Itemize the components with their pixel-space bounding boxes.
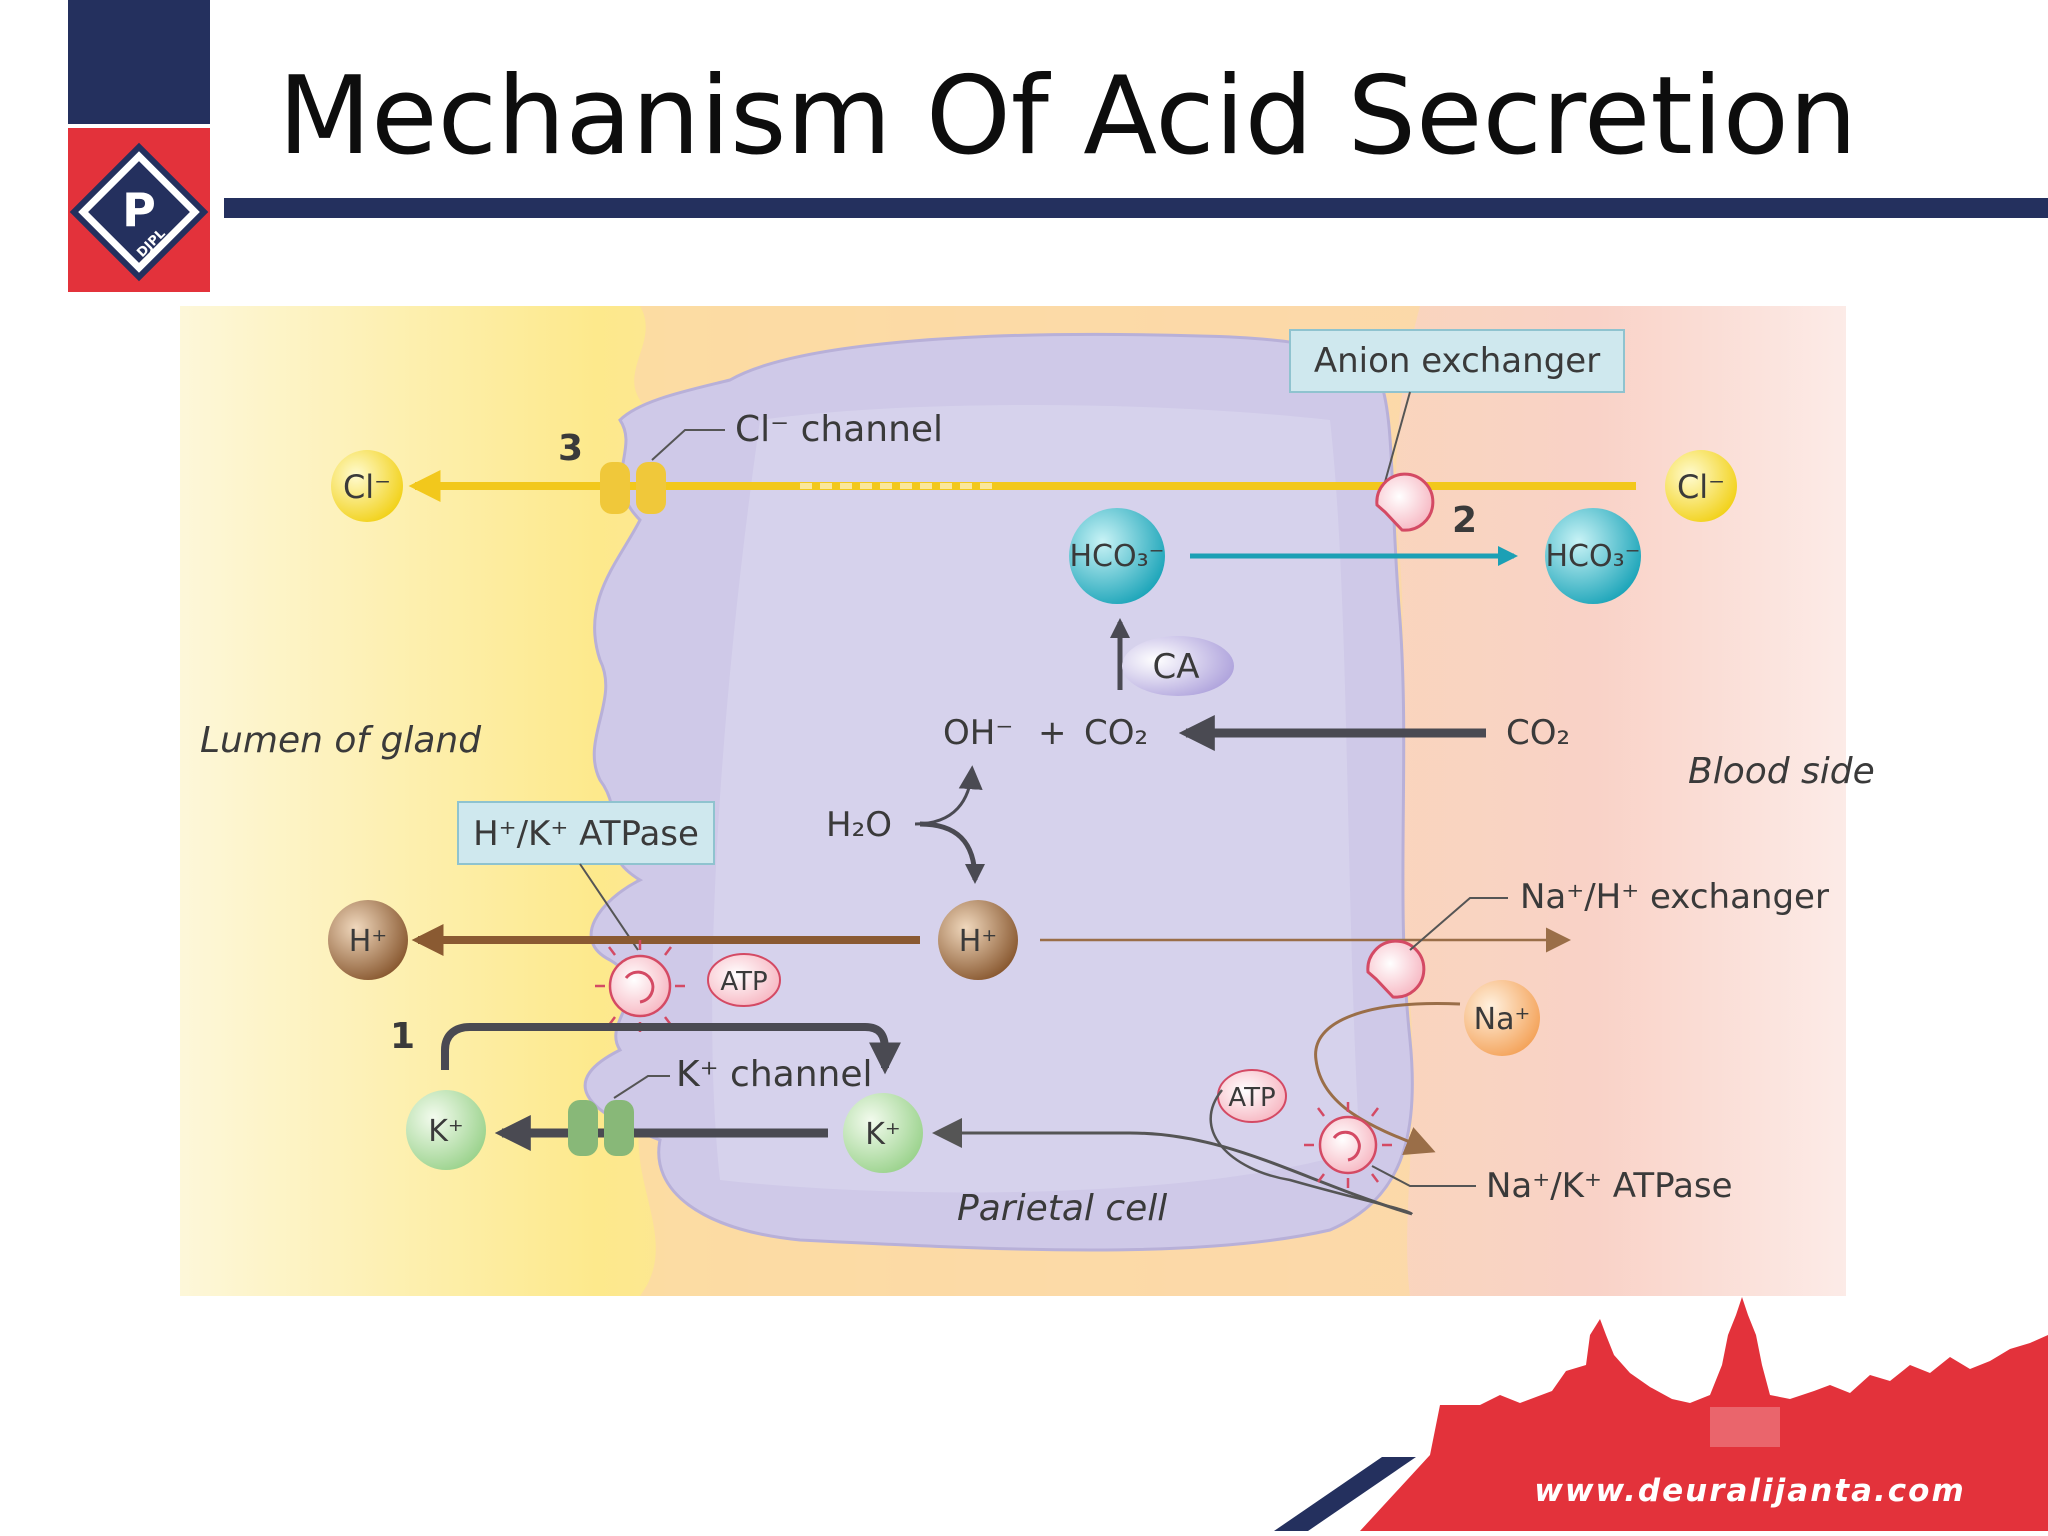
cl-lumen-label: Cl⁻: [343, 468, 391, 506]
h-ion-cell: [938, 900, 1018, 980]
anion-exchanger-icon: [1375, 472, 1435, 532]
atp-lumen-label: ATP: [720, 967, 767, 997]
h-cell-label: H⁺: [959, 924, 997, 959]
h-lumen-label: H⁺: [349, 924, 387, 959]
h-k-atpase-box: [457, 801, 715, 865]
k-from-blood-arrow: [932, 1118, 1413, 1216]
lumen-label: Lumen of gland: [200, 720, 482, 761]
step-1-label: 1: [390, 1016, 415, 1057]
h2o-to-h-arrow: [919, 821, 985, 884]
k-lumen-label: K⁺: [428, 1114, 464, 1149]
ca-label: CA: [1153, 647, 1200, 687]
atp-lumen-icon: [707, 953, 781, 1007]
cl-channel-leader: [651, 429, 725, 461]
na-k-atpase-label: Na⁺/K⁺ ATPase: [1486, 1166, 1733, 1206]
k-cell-label: K⁺: [865, 1117, 901, 1152]
cl-blood-label: Cl⁻: [1677, 468, 1725, 506]
h-k-atpase-leader: [579, 863, 639, 951]
na-k-atpase-leader: [1371, 1165, 1476, 1187]
plus-label: +: [1038, 713, 1067, 753]
k-ion-cell: [843, 1093, 923, 1173]
cell-inner-shade: [712, 405, 1360, 1193]
atp-blood-label: ATP: [1228, 1083, 1275, 1113]
skyline-graphic: [1360, 1297, 2048, 1531]
oh-label: OH⁻: [943, 713, 1013, 753]
slide-title: Mechanism Of Acid Secretion: [278, 54, 1858, 179]
djpl-logo: P DJPL: [68, 0, 210, 292]
k-channel-leader: [613, 1075, 670, 1099]
h-k-atpase-pump-icon: [595, 940, 685, 1032]
na-ion-blood: [1464, 980, 1540, 1056]
ca-enzyme: [1122, 636, 1234, 696]
h-k-atpase-label: H⁺/K⁺ ATPase: [473, 814, 699, 854]
hco3-cell-label: HCO₃⁻: [1070, 539, 1165, 574]
cl-ion-lumen: [331, 450, 403, 522]
svg-text:P: P: [122, 183, 156, 237]
na-k-atpase-outline: [1209, 1089, 1414, 1215]
na-loop-arrow: [1314, 1002, 1461, 1156]
step-3-label: 3: [558, 428, 583, 469]
anion-exchanger-label: Anion exchanger: [1314, 341, 1600, 381]
website-url[interactable]: www.deuralijanta.com: [1534, 1473, 1966, 1509]
na-h-exchanger-leader: [1409, 897, 1508, 951]
k-channel: [568, 1100, 634, 1156]
hco3-ion-cell: [1069, 508, 1165, 604]
footer-banner: www.deuralijanta.com: [1274, 1297, 2048, 1531]
h-ion-lumen: [328, 900, 408, 980]
h2o-label: H₂O: [826, 805, 892, 845]
k-ion-lumen: [406, 1090, 486, 1170]
title-rule: [224, 198, 2048, 218]
anion-exchanger-box: [1289, 329, 1625, 393]
k-channel-label: K⁺ channel: [676, 1054, 873, 1095]
cl-channel-label: Cl⁻ channel: [735, 409, 943, 450]
hco3-ion-blood: [1545, 508, 1641, 604]
hco3-blood-label: HCO₃⁻: [1546, 539, 1641, 574]
k-recycle-arrow: [441, 1023, 901, 1075]
parietal-cell-label: Parietal cell: [957, 1188, 1167, 1229]
na-k-atpase-pump-icon: [1304, 1102, 1392, 1188]
co2-blood-label: CO₂: [1506, 713, 1570, 753]
na-blood-label: Na⁺: [1474, 1002, 1531, 1037]
co2-cell-label: CO₂: [1084, 713, 1148, 753]
cl-channel: [600, 462, 666, 514]
blood-side-label: Blood side: [1688, 751, 1875, 792]
na-h-exchanger-icon: [1366, 939, 1426, 999]
step-2-label: 2: [1452, 500, 1477, 541]
na-h-exchanger-label: Na⁺/H⁺ exchanger: [1520, 877, 1829, 917]
cl-ion-blood: [1665, 450, 1737, 522]
